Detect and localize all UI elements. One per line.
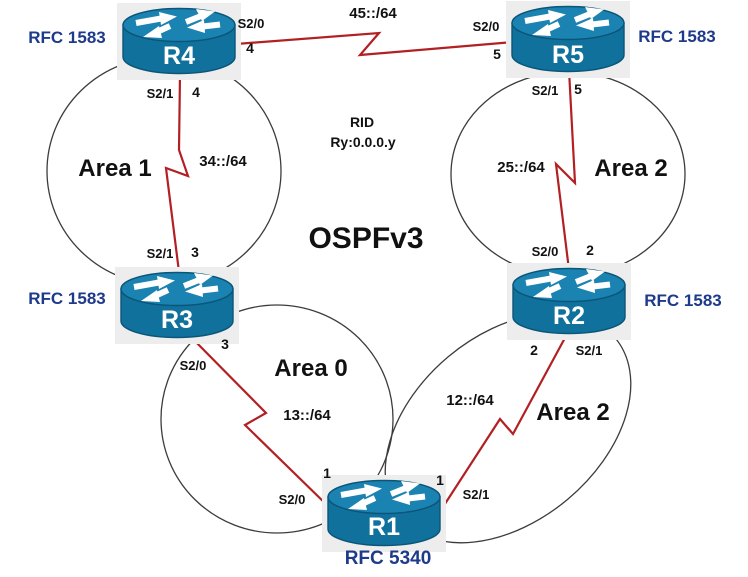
rid-formula: Ry:0.0.0.y	[330, 134, 396, 150]
port-num-r3-s21: 3	[191, 244, 199, 260]
router-r4-label: R4	[163, 42, 195, 70]
router-r3: R3	[115, 267, 239, 344]
rfc-label-r5: RFC 1583	[638, 27, 715, 46]
iface-label-r3-s20: S2/0	[180, 358, 207, 373]
port-num-r5-s21: 5	[574, 81, 582, 97]
port-num-r4-s21: 4	[192, 84, 200, 100]
router-r4: R4	[117, 3, 241, 80]
iface-label-r5-s20: S2/0	[473, 19, 500, 34]
protocol-title: OSPFv3	[308, 222, 423, 255]
rfc-label-r2: RFC 1583	[644, 291, 721, 310]
iface-label-r4-s21: S2/1	[147, 86, 174, 101]
network-label-25: 25::/64	[497, 159, 545, 176]
router-r1: R1	[322, 475, 446, 552]
router-r5: R5	[506, 1, 630, 78]
port-num-r1-s21: 1	[436, 472, 444, 488]
rfc-label-r4: RFC 1583	[28, 28, 105, 47]
router-r2-label: R2	[553, 302, 585, 330]
link-r2-r1	[440, 335, 567, 511]
area-0-label: Area 0	[274, 355, 347, 382]
rid-title: RID	[350, 114, 374, 130]
port-num-r2-s21: 2	[530, 342, 538, 358]
port-num-r4-s20: 4	[246, 40, 254, 56]
router-r5-label: R5	[552, 41, 584, 69]
network-label-13: 13::/64	[283, 407, 331, 424]
port-num-r1-s20: 1	[323, 465, 331, 481]
iface-label-r1-s20: S2/0	[279, 492, 306, 507]
router-r3-label: R3	[161, 306, 193, 334]
port-num-r2-s20: 2	[586, 242, 594, 258]
link-r3-r1	[187, 333, 331, 509]
port-num-r3-s20: 3	[221, 336, 229, 352]
area-2-bottom-label: Area 2	[536, 399, 609, 426]
iface-label-r3-s21: S2/1	[147, 246, 174, 261]
network-label-45: 45::/64	[349, 5, 397, 22]
area-2-top-label: Area 2	[594, 155, 667, 182]
rfc-label-r3: RFC 1583	[28, 289, 105, 308]
network-label-12: 12::/64	[446, 392, 494, 409]
link-r5-r2	[554, 69, 577, 271]
router-r2: R2	[507, 263, 631, 340]
link-r4-r5	[235, 31, 514, 57]
link-r4-r3	[164, 73, 190, 273]
network-label-34: 34::/64	[199, 153, 247, 170]
iface-label-r2-s20: S2/0	[532, 244, 559, 259]
iface-label-r5-s21: S2/1	[532, 83, 559, 98]
iface-label-r2-s21: S2/1	[576, 343, 603, 358]
area-1-label: Area 1	[78, 155, 151, 182]
router-r1-label: R1	[368, 513, 400, 541]
port-num-r5-s20: 5	[493, 46, 501, 62]
area-0-ellipse	[160, 304, 394, 534]
iface-label-r4-s20: S2/0	[238, 16, 265, 31]
rfc-label-r1: RFC 5340	[345, 548, 432, 569]
iface-label-r1-s21: S2/1	[463, 487, 490, 502]
